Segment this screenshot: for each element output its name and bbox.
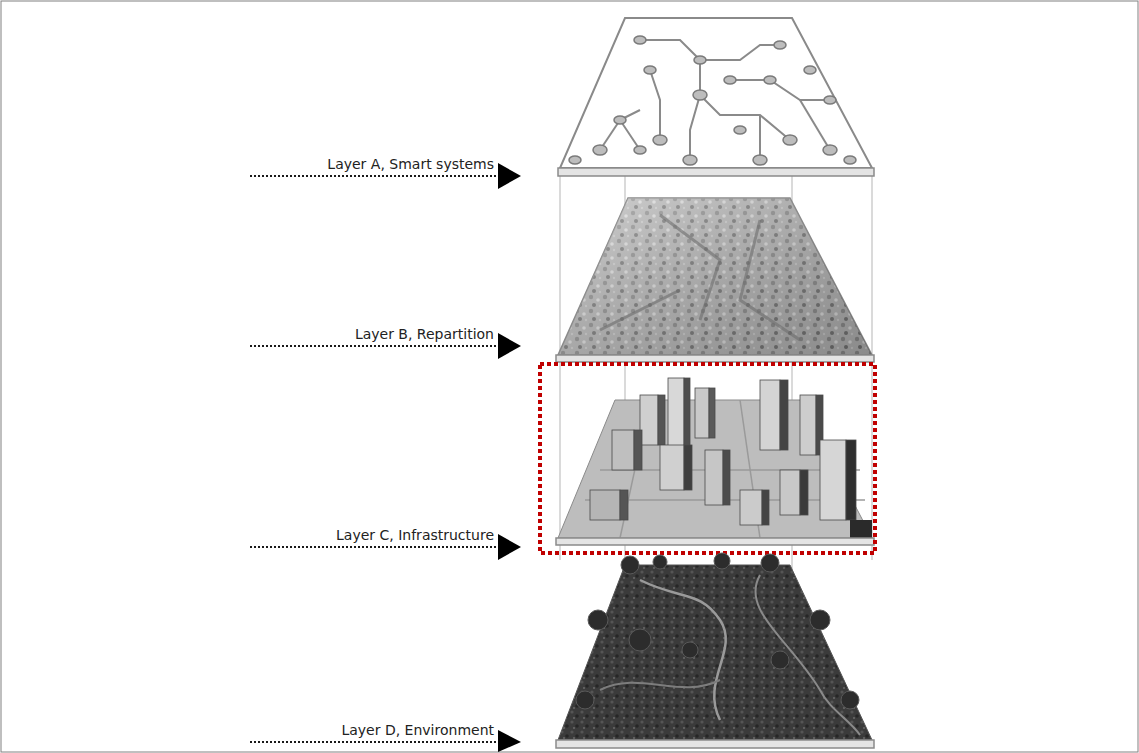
pointer-arrows [250,163,521,752]
layer-label: Layer C, Infrastructure [336,527,494,544]
layer-label: Layer A, Smart systems [327,156,494,173]
layer-label: Layer D, Environment [341,722,494,739]
environment-layer [556,553,874,748]
smart-systems-layer [558,18,874,176]
infrastructure-layer [540,364,875,553]
layer-label: Layer B, Repartition [355,326,494,343]
highlight-box [540,364,875,553]
repartition-layer [556,198,874,362]
